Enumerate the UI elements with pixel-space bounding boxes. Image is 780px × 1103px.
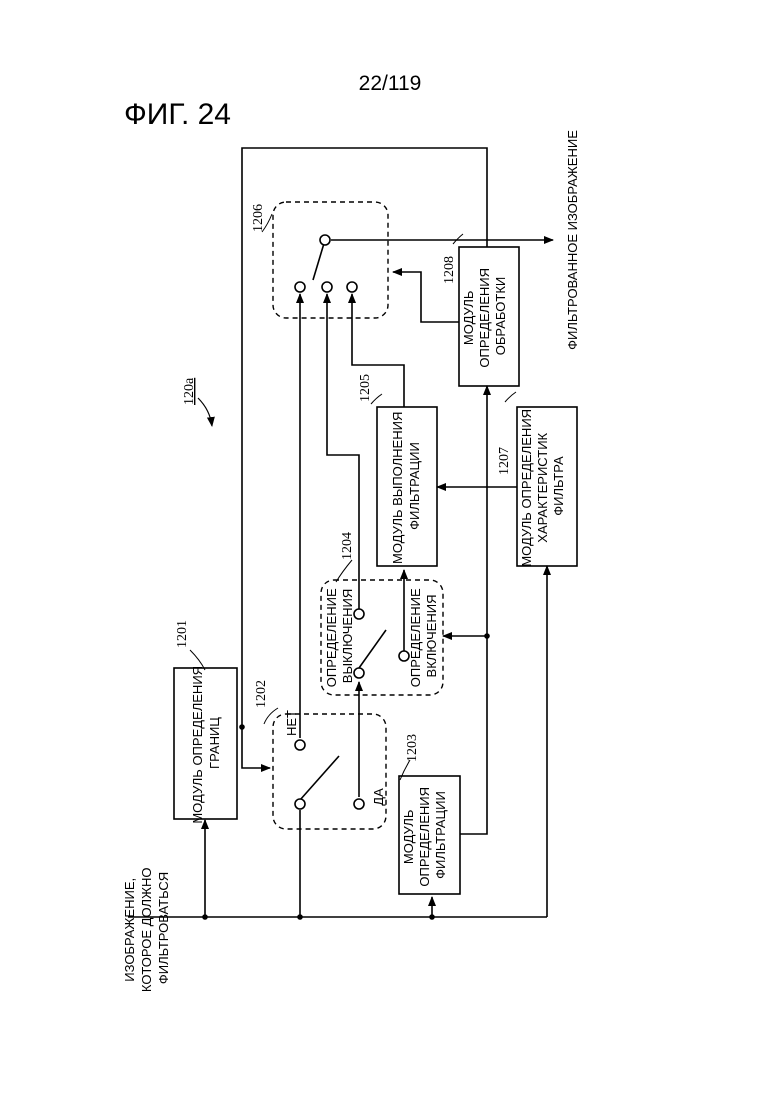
block-1207-line: ФИЛЬТРА	[551, 456, 566, 516]
block-1201-line: МОДУЛЬ ОПРЕДЕЛЕНИЯ	[190, 666, 205, 824]
ref-1203: 1203	[405, 734, 420, 762]
switch-1204-blade	[359, 630, 386, 668]
ref-1208: 1208	[442, 256, 457, 284]
wire-1201-to-1202	[242, 727, 270, 768]
switch-1202-yes-label: ДА	[371, 788, 386, 806]
wire-bypass-loop	[242, 148, 487, 727]
junction-dot	[297, 914, 303, 920]
switch-1202-blade	[300, 756, 339, 800]
terminal-1202-no	[295, 740, 305, 750]
block-1205-line: ФИЛЬТРАЦИИ	[407, 442, 422, 530]
block-1201	[174, 668, 237, 819]
junction-dot	[202, 914, 208, 920]
terminal-1206-a	[295, 282, 305, 292]
terminal-1202-in	[295, 799, 305, 809]
junction-dot	[484, 633, 490, 639]
junction-dot	[239, 724, 245, 730]
block-1207-line: ХАРАКТЕРИСТИК	[535, 432, 550, 542]
block-1203-text: МОДУЛЬ ОПРЕДЕЛЕНИЯ ФИЛЬТРАЦИИ	[401, 783, 448, 886]
switch-1204-off-label: ОПРЕДЕЛЕНИЕ ВЫКЛЮЧЕНИЯ	[324, 585, 355, 688]
ref-main: 120a	[182, 377, 197, 405]
block-1201-line: ГРАНИЦ	[207, 717, 222, 769]
switch-1204-on-label: ОПРЕДЕЛЕНИЕ ВКЛЮЧЕНИЯ	[408, 585, 439, 688]
switch-1204-on-line: ОПРЕДЕЛЕНИЕ	[408, 588, 423, 687]
output-label: ФИЛЬТРОВАННОЕ ИЗОБРАЖЕНИЕ	[565, 130, 580, 350]
switch-1204-on-line: ВКЛЮЧЕНИЯ	[424, 595, 439, 678]
switch-1202-no-label: НЕТ	[284, 710, 299, 736]
terminal-1204-in	[354, 668, 364, 678]
block-1208-text: МОДУЛЬ ОПРЕДЕЛЕНИЯ ОБРАБОТКИ	[461, 264, 508, 367]
block-1203-line: МОДУЛЬ	[401, 810, 416, 865]
wire-off-to-1206	[327, 294, 359, 618]
switch-1204-off-line: ВЫКЛЮЧЕНИЯ	[340, 589, 355, 683]
block-1203-line: ФИЛЬТРАЦИИ	[433, 791, 448, 879]
switch-1206-blade	[313, 240, 325, 280]
ref-1202: 1202	[254, 680, 269, 708]
block-1205-text: МОДУЛЬ ВЫПОЛНЕНИЯ ФИЛЬТРАЦИИ	[390, 408, 422, 564]
input-label: ИЗОБРАЖЕНИЕ, КОТОРОЕ ДОЛЖНО ФИЛЬТРОВАТЬС…	[122, 864, 171, 992]
block-1208-line: МОДУЛЬ	[461, 291, 476, 346]
block-1205-line: МОДУЛЬ ВЫПОЛНЕНИЯ	[390, 412, 405, 564]
block-1208-line: ОБРАБОТКИ	[493, 277, 508, 355]
block-1207-line: МОДУЛЬ ОПРЕДЕЛЕНИЯ	[519, 409, 534, 567]
input-label-line: ФИЛЬТРОВАТЬСЯ	[156, 872, 171, 984]
junction-dot	[429, 914, 435, 920]
ref-1204: 1204	[340, 532, 355, 560]
terminal-1206-b	[322, 282, 332, 292]
wire-1203-to-1208	[460, 386, 487, 834]
ref-1201: 1201	[175, 620, 190, 648]
block-1203-line: ОПРЕДЕЛЕНИЯ	[417, 787, 432, 887]
ref-1206: 1206	[251, 204, 266, 232]
block-1208-line: ОПРЕДЕЛЕНИЯ	[477, 268, 492, 368]
switch-1204-off-line: ОПРЕДЕЛЕНИЕ	[324, 588, 339, 687]
terminal-1206-out	[320, 235, 330, 245]
terminal-1202-yes	[354, 799, 364, 809]
block-1207-text: МОДУЛЬ ОПРЕДЕЛЕНИЯ ХАРАКТЕРИСТИК ФИЛЬТРА	[519, 405, 566, 566]
input-label-line: КОТОРОЕ ДОЛЖНО	[139, 868, 154, 993]
input-label-line: ИЗОБРАЖЕНИЕ,	[122, 878, 137, 982]
terminal-1206-c	[347, 282, 357, 292]
terminal-1204-off	[354, 609, 364, 619]
ref-1207: 1207	[497, 447, 512, 475]
block-1201-text: МОДУЛЬ ОПРЕДЕЛЕНИЯ ГРАНИЦ	[190, 662, 222, 823]
ref-1205: 1205	[358, 374, 373, 402]
switch-block-1206	[273, 202, 388, 318]
